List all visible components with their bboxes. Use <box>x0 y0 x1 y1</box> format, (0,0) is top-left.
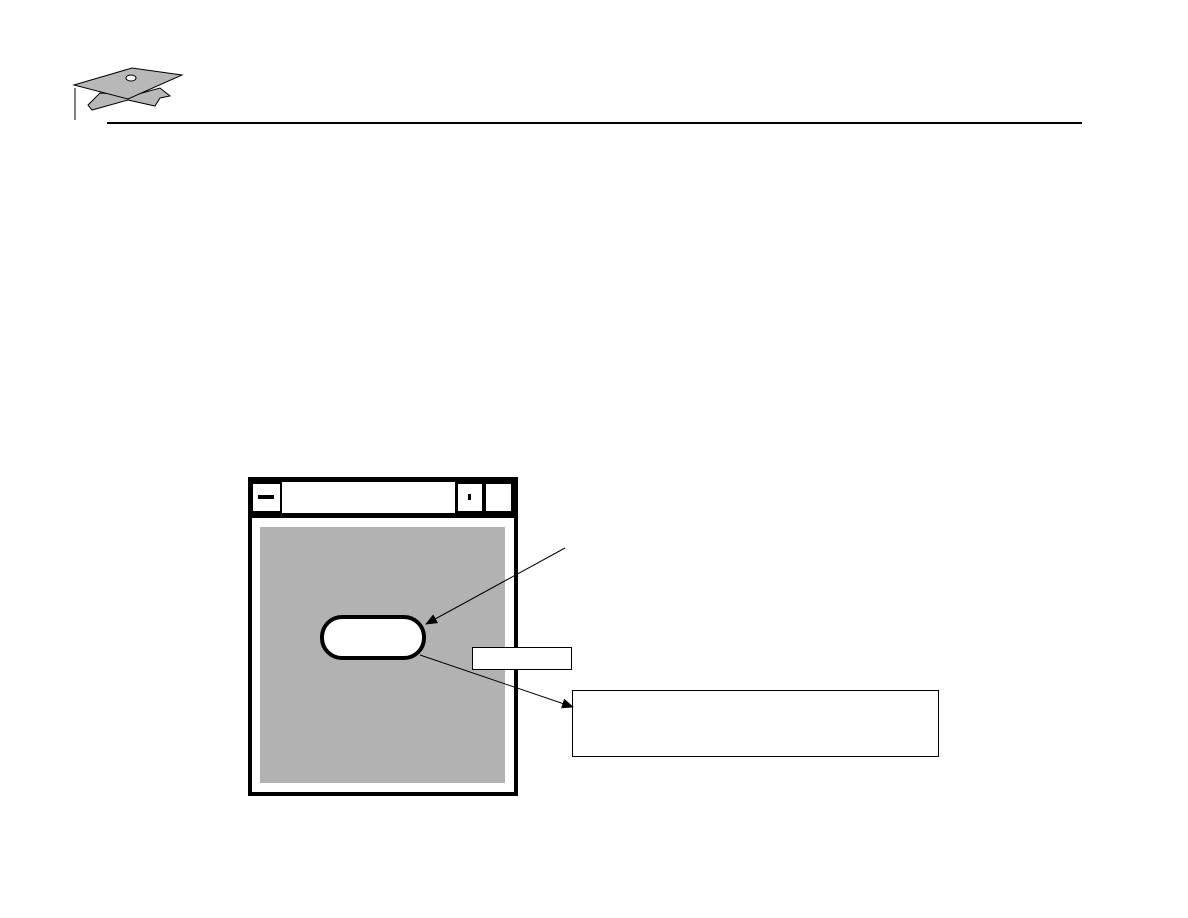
graduation-cap-icon <box>72 67 184 120</box>
oval-button[interactable] <box>320 615 426 660</box>
window-title-field <box>282 482 455 513</box>
maximize-button[interactable] <box>486 484 511 511</box>
title-bar[interactable] <box>248 477 518 517</box>
header-rule <box>107 122 1082 124</box>
system-menu-button[interactable] <box>253 484 280 511</box>
system-menu-icon <box>258 495 274 499</box>
minimize-button[interactable] <box>458 484 482 511</box>
minimize-icon <box>468 494 471 500</box>
callout-box <box>572 690 939 757</box>
label-box <box>472 647 572 670</box>
